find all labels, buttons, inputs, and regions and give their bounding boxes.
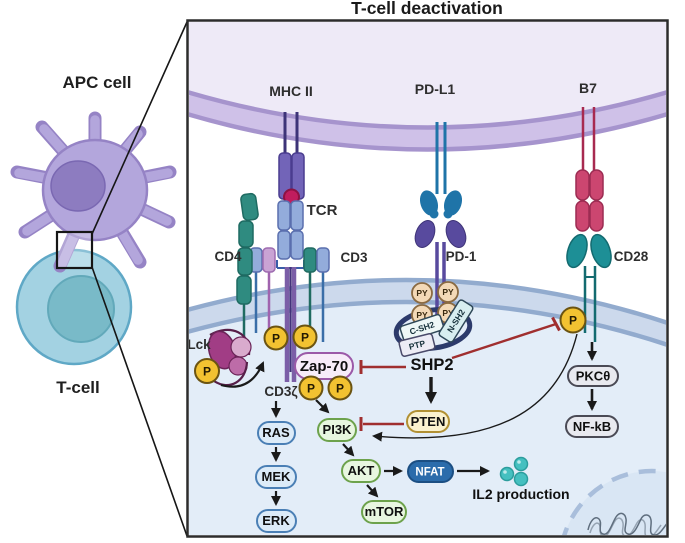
lck-kinase	[207, 328, 252, 387]
signal-arrows	[271, 333, 597, 506]
c-sh2-domain: C-SH2	[399, 313, 445, 343]
phospho-zap70-right	[327, 375, 353, 401]
phospho-cd28	[559, 306, 587, 334]
zoom-line-top	[91, 21, 188, 235]
cd28-to-pi3k-arrow	[372, 333, 578, 442]
zap70-node	[294, 352, 354, 380]
pten-label: PTEN	[411, 414, 446, 429]
akt-label: AKT	[348, 463, 375, 478]
nfkb-label: NF-kB	[573, 419, 611, 434]
cd4-label: CD4	[214, 249, 241, 264]
node-mek: MEK	[255, 465, 297, 489]
apc-cytosol	[189, 22, 666, 140]
tcr-label: TCR	[307, 202, 338, 219]
nfat-label: NFAT	[415, 467, 444, 479]
phospho-zap70-left-label: P	[307, 382, 315, 396]
pdl1-molecule	[419, 122, 463, 219]
erk-label: ERK	[262, 513, 290, 528]
il2-label: IL2 production	[472, 486, 569, 502]
pdl1-label: PD-L1	[415, 81, 456, 97]
mhc2-molecule	[278, 112, 305, 200]
panel-border	[186, 19, 669, 538]
node-pi3k: PI3K	[317, 418, 357, 442]
node-nfkb: NF-kB	[565, 415, 619, 438]
tcell-membrane-outer	[189, 277, 666, 325]
phospho-cd3z-left	[263, 325, 289, 351]
node-erk: ERK	[256, 509, 297, 533]
tcell-label: T-cell	[56, 378, 99, 397]
cd3-zeta-label: CD3ζ	[264, 384, 297, 399]
apc-nucleus	[50, 160, 106, 212]
node-pten: PTEN	[406, 410, 450, 433]
cd3-chains	[249, 247, 330, 342]
phospho-cd28-label: P	[569, 314, 577, 328]
ptp-domain: PTP	[398, 333, 436, 357]
node-mtor: mTOR	[361, 500, 407, 524]
shp2-label: SHP2	[410, 356, 453, 374]
node-ras: RAS	[257, 421, 296, 445]
phospho-cd3z-right	[292, 324, 318, 350]
zoom-box	[55, 230, 94, 270]
cd3-label: CD3	[340, 250, 367, 265]
py-label-2: PY	[442, 287, 454, 297]
cd3-zeta-chains	[284, 267, 297, 382]
tcr-molecule	[276, 200, 305, 269]
phospho-zap70-right-label: P	[336, 382, 344, 396]
mek-label: MEK	[262, 469, 292, 484]
node-pkc-theta: PKCθ	[567, 365, 619, 387]
overview-cells: APC cell T-cell	[10, 21, 188, 537]
mhc2-label: MHC II	[269, 83, 313, 99]
py-label-1: PY	[416, 288, 428, 298]
phospho-cd3z-right-label: P	[301, 331, 309, 345]
apc-membrane-inner	[189, 112, 666, 152]
zap70-label: Zap-70	[300, 358, 348, 375]
pd1-label: PD-1	[446, 249, 477, 264]
apc-cell-label: APC cell	[63, 73, 132, 92]
ras-label: RAS	[262, 425, 290, 440]
tcell-nucleus	[47, 275, 115, 343]
panel-content: P P P Zap-70 P P	[187, 22, 666, 535]
cd4-molecule	[236, 192, 259, 342]
node-akt: AKT	[341, 459, 381, 483]
lck-label: Lck	[187, 337, 211, 352]
apc-membrane-outer	[189, 90, 666, 130]
tcell-membrane-inner	[189, 299, 666, 347]
py-label-4: PY	[442, 308, 454, 318]
pkc-theta-label: PKCθ	[576, 369, 610, 384]
mtor-label: mTOR	[365, 504, 404, 519]
py-label-3: PY	[416, 310, 428, 320]
node-nfat: NFAT	[407, 460, 454, 483]
zoom-line-bottom	[91, 266, 188, 537]
figure-title: T-cell deactivation	[351, 0, 503, 18]
phospho-lck-label: P	[203, 365, 211, 379]
b7-label: B7	[579, 80, 597, 96]
ptp-label: PTP	[408, 338, 427, 352]
phospho-cd3z-left-label: P	[272, 332, 280, 346]
apc-membrane-band	[189, 93, 666, 149]
il2-output: IL2 production	[472, 456, 570, 502]
cd28-label: CD28	[614, 249, 649, 264]
pi3k-label: PI3K	[323, 422, 353, 437]
phospho-lck	[194, 358, 220, 384]
phospho-zap70-left	[298, 375, 324, 401]
b7-molecule	[575, 107, 604, 232]
inhibition-lines	[359, 316, 561, 431]
n-sh2-domain: N-SH2	[438, 299, 474, 343]
lck-activation-arrow	[220, 361, 265, 388]
dna-squiggle	[587, 512, 666, 535]
